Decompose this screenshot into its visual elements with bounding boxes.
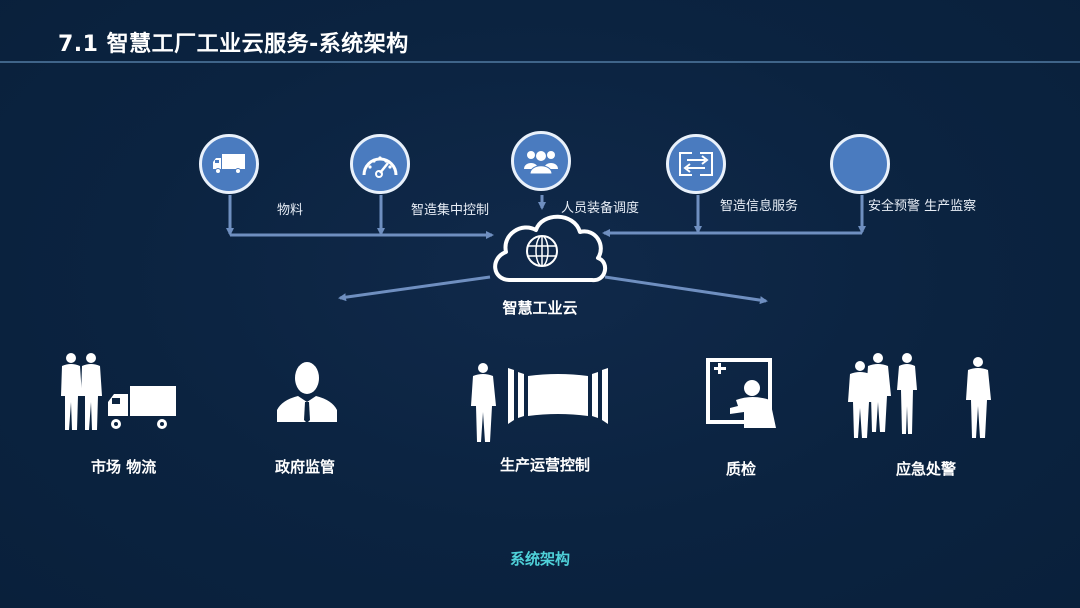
node-safety — [830, 134, 890, 194]
label-materials: 物料 — [277, 203, 304, 218]
page-title: 7.1 智慧工厂工业云服务-系统架构 — [58, 32, 409, 57]
cloud-globe-icon — [493, 214, 608, 283]
label-gov-supervision: 政府监管 — [275, 458, 336, 476]
people-truck-icon — [61, 353, 176, 430]
presenter-board-icon — [706, 358, 776, 428]
label-central-control: 智造集中控制 — [411, 203, 490, 218]
people-group-silhouette-icon — [848, 353, 991, 438]
label-production-ops: 生产运营控制 — [500, 456, 591, 474]
person-screens-icon — [471, 363, 608, 442]
node-central-control — [350, 134, 410, 194]
group-market-logistics: 市场 物流 — [58, 352, 178, 476]
truck-icon — [213, 154, 245, 174]
label-info-service: 智造信息服务 — [720, 199, 799, 214]
hub-label: 智慧工业云 — [502, 299, 578, 317]
group-production-ops: 生产运营控制 — [468, 362, 608, 474]
label-emergency: 应急处警 — [896, 460, 957, 478]
group-quality-check: 质检 — [706, 358, 782, 478]
label-quality-check: 质检 — [726, 460, 757, 478]
group-emergency: 应急处警 — [846, 350, 998, 478]
node-materials — [199, 134, 259, 194]
title-divider — [0, 61, 1080, 63]
businessman-icon — [277, 362, 337, 423]
node-info-service — [666, 134, 726, 194]
label-personnel: 人员装备调度 — [561, 201, 640, 216]
exchange-arrows-icon — [679, 152, 713, 176]
node-personnel — [511, 131, 571, 191]
group-gov-supervision: 政府监管 — [272, 360, 342, 476]
gauge-icon — [362, 156, 398, 178]
label-safety: 安全预警 生产监察 — [868, 199, 977, 214]
people-group-icon — [524, 150, 558, 175]
label-market-logistics: 市场 物流 — [91, 458, 157, 476]
diagram-caption: 系统架构 — [509, 550, 570, 568]
